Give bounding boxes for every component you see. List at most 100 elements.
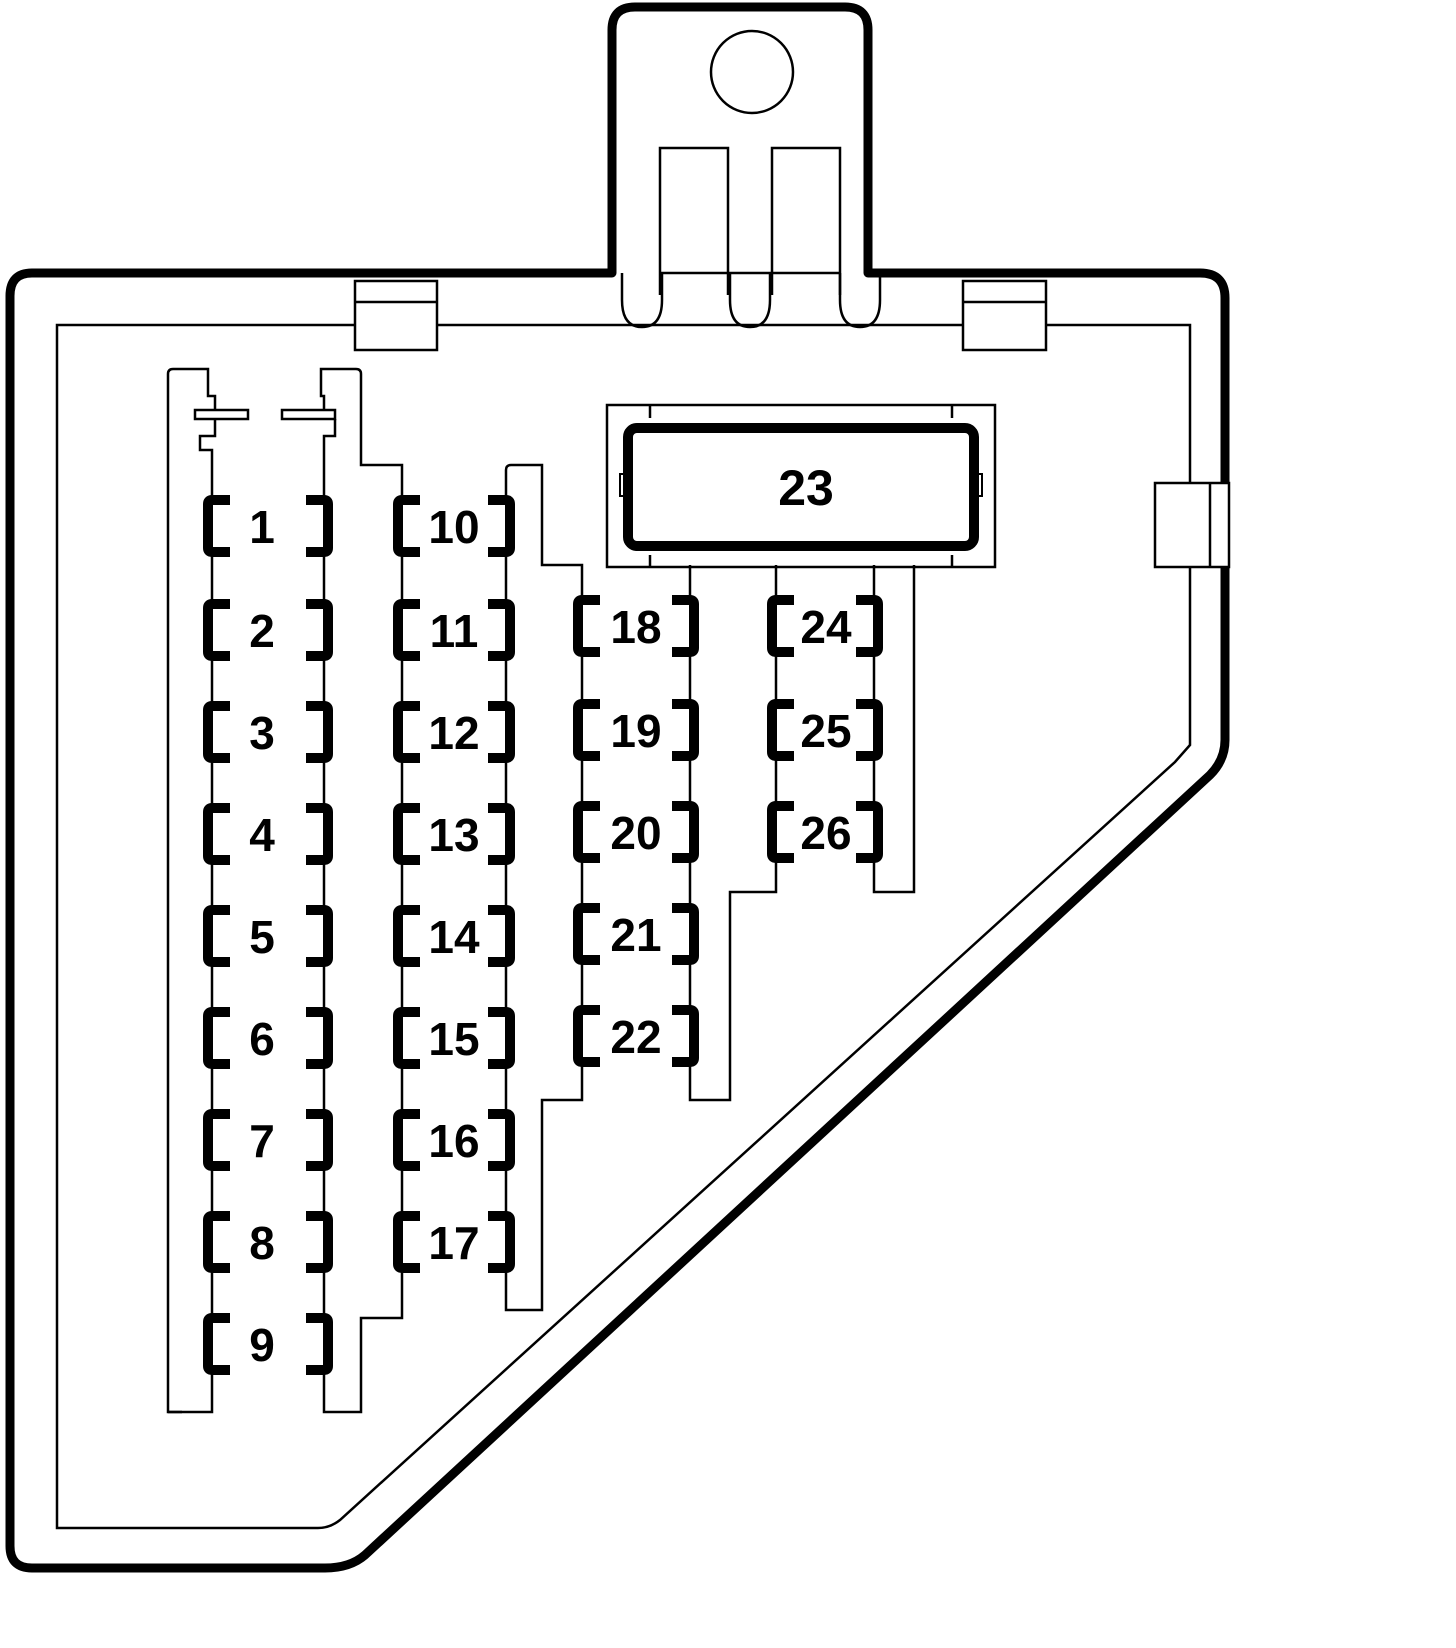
fuse-14: 14 <box>393 905 515 967</box>
fuse-right-terminal <box>672 801 699 863</box>
fuse-left-terminal <box>393 495 420 557</box>
fuse-label: 16 <box>428 1115 479 1167</box>
fuse-left-terminal <box>393 905 420 967</box>
fuse-label: 1 <box>249 501 275 553</box>
fuse-left-terminal <box>203 1313 230 1375</box>
fuse-left-terminal <box>767 595 794 657</box>
fuse-5: 5 <box>203 905 333 967</box>
fuse-label: 20 <box>610 807 661 859</box>
fuse-left-terminal <box>573 1005 600 1067</box>
fuse-right-terminal <box>306 1211 333 1273</box>
fuse-label: 2 <box>249 605 275 657</box>
fuse-right-terminal <box>488 599 515 661</box>
fuse-17: 17 <box>393 1211 515 1273</box>
fuse-label: 12 <box>428 707 479 759</box>
fuse-12: 12 <box>393 701 515 763</box>
fuse-right-terminal <box>856 595 883 657</box>
fuse-left-terminal <box>573 595 600 657</box>
fuse-15: 15 <box>393 1007 515 1069</box>
fuse-label: 24 <box>800 601 852 653</box>
fuse-left-terminal <box>203 1007 230 1069</box>
fuse-7: 7 <box>203 1109 333 1171</box>
fuse-label: 17 <box>428 1217 479 1269</box>
fuse-2: 2 <box>203 599 333 661</box>
fuse-rail-outlines <box>166 367 997 1414</box>
fuse-label: 22 <box>610 1011 661 1063</box>
fuse-left-terminal <box>203 701 230 763</box>
fuse-26: 26 <box>767 801 883 863</box>
fuse-right-terminal <box>488 701 515 763</box>
fuse-4: 4 <box>203 803 333 865</box>
fuse-slots: 1234567891011121314151617181920212224252… <box>203 495 883 1375</box>
fuse-right-terminal <box>488 905 515 967</box>
fuse-24: 24 <box>767 595 883 657</box>
fuse-right-terminal <box>672 903 699 965</box>
fuse-box-inner-outline <box>55 323 1192 1530</box>
fuse-label: 9 <box>249 1319 275 1371</box>
fuse-25: 25 <box>767 699 883 761</box>
fuse-label: 5 <box>249 911 275 963</box>
fuse-8: 8 <box>203 1211 333 1273</box>
fuse-9: 9 <box>203 1313 333 1375</box>
fuse-left-terminal <box>393 599 420 661</box>
fuse-13: 13 <box>393 803 515 865</box>
latch-clips <box>353 279 1231 569</box>
fuse-label: 11 <box>430 605 479 657</box>
fuse-right-terminal <box>306 495 333 557</box>
fuse-left-terminal <box>393 701 420 763</box>
fuse-label: 8 <box>249 1217 275 1269</box>
fuse-left-terminal <box>203 599 230 661</box>
fuse-left-terminal <box>393 1007 420 1069</box>
fuse-1: 1 <box>203 495 333 557</box>
fuse-left-terminal <box>573 801 600 863</box>
fuse-label: 6 <box>249 1013 275 1065</box>
fuse-label: 18 <box>610 601 661 653</box>
fuse-3: 3 <box>203 701 333 763</box>
fuse-right-terminal <box>488 1109 515 1171</box>
fuse-label: 13 <box>428 809 479 861</box>
fuse-label: 19 <box>610 705 661 757</box>
fuse-22: 22 <box>573 1005 699 1067</box>
fuse-left-terminal <box>393 803 420 865</box>
fuse-label: 25 <box>800 705 851 757</box>
fuse-left-terminal <box>767 699 794 761</box>
fuse-right-terminal <box>306 701 333 763</box>
fuse-18: 18 <box>573 595 699 657</box>
fuse-label: 4 <box>249 809 275 861</box>
fuse-20: 20 <box>573 801 699 863</box>
fuse-label: 21 <box>610 909 661 961</box>
fuse-left-terminal <box>393 1211 420 1273</box>
relay-23: 23 <box>619 423 983 551</box>
fuse-right-terminal <box>306 1313 333 1375</box>
fuse-21: 21 <box>573 903 699 965</box>
fuse-right-terminal <box>488 1007 515 1069</box>
fuse-right-terminal <box>856 801 883 863</box>
fuse-left-terminal <box>393 1109 420 1171</box>
fuse-label: 10 <box>428 501 479 553</box>
fuse-10: 10 <box>393 495 515 557</box>
fuse-left-terminal <box>767 801 794 863</box>
fuse-right-terminal <box>306 1109 333 1171</box>
fuse-right-terminal <box>306 803 333 865</box>
fuse-right-terminal <box>672 595 699 657</box>
fuse-box-outer-housing <box>5 2 1230 1573</box>
fuse-right-terminal <box>306 599 333 661</box>
fuse-right-terminal <box>856 699 883 761</box>
fuse-label: 15 <box>428 1013 479 1065</box>
relay-label: 23 <box>778 460 834 516</box>
fuse-left-terminal <box>203 1109 230 1171</box>
fuse-label: 7 <box>249 1115 275 1167</box>
fuse-right-terminal <box>488 803 515 865</box>
fuse-label: 26 <box>800 807 851 859</box>
fuse-right-terminal <box>672 699 699 761</box>
fuse-label: 3 <box>249 707 275 759</box>
fuse-left-terminal <box>203 495 230 557</box>
fuse-11: 11 <box>393 599 515 661</box>
fuse-left-terminal <box>573 699 600 761</box>
fuse-left-terminal <box>203 803 230 865</box>
fuse-6: 6 <box>203 1007 333 1069</box>
fuse-left-terminal <box>573 903 600 965</box>
mounting-hole <box>709 29 795 115</box>
fuse-label: 14 <box>428 911 480 963</box>
